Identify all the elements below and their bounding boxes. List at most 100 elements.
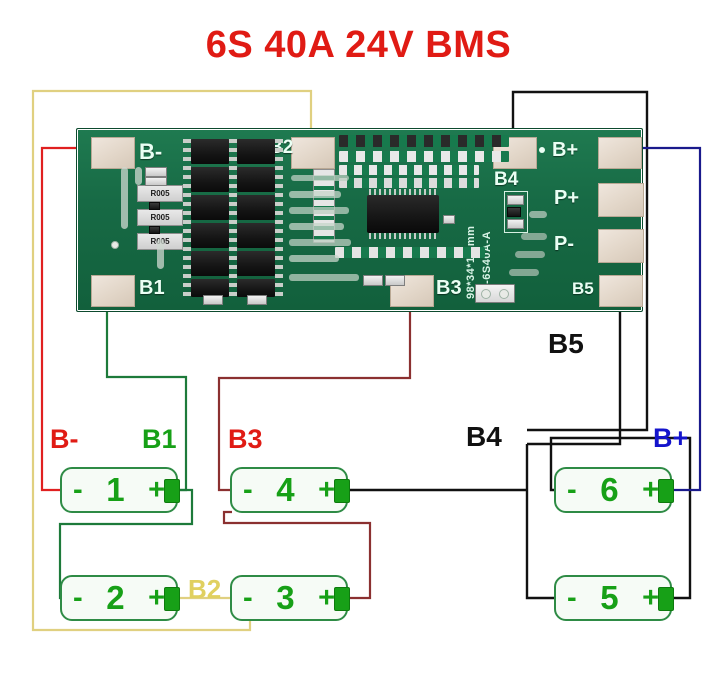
- silk-b1: B1: [139, 277, 165, 299]
- solder-blob-1: [529, 211, 547, 218]
- trace-blob-a: [291, 175, 349, 181]
- battery-cell-2[interactable]: - 2 +: [60, 575, 178, 621]
- cell-4-minus: -: [243, 473, 253, 506]
- mosfet-bank-col2-6: [237, 279, 275, 297]
- smd-right-1: [507, 195, 524, 205]
- wire-b3: [217, 300, 412, 492]
- cell-5-minus: -: [567, 581, 577, 614]
- ic-pins-top: [369, 189, 437, 195]
- label-b4: B4: [466, 421, 502, 452]
- silk-p-minus: P-: [554, 233, 574, 255]
- battery-cell-6[interactable]: - 6 +: [554, 467, 672, 513]
- label-b3: B3: [228, 424, 263, 454]
- cell-3-number: 3: [276, 579, 295, 616]
- smd-bottom-mark-4: [247, 295, 267, 305]
- wire-b4-bus: [525, 444, 556, 600]
- cell-3-terminal-nub: [334, 587, 350, 611]
- connector-hole-2: [499, 289, 509, 299]
- cell-4-number: 4: [276, 471, 295, 508]
- cell-6-terminal-nub: [658, 479, 674, 503]
- mosfet-bank-col1-1: [191, 139, 229, 164]
- battery-cell-5[interactable]: - 5 +: [554, 575, 672, 621]
- silk-p-plus: P+: [554, 187, 580, 209]
- cell-2-plus: +: [148, 581, 165, 614]
- silk-box-1: [504, 191, 528, 233]
- bms-controller-ic: [367, 195, 439, 233]
- via-left: [111, 241, 119, 249]
- cell-6-minus: -: [567, 473, 577, 506]
- mosfet-bank-col2-5: [237, 251, 275, 276]
- trace-blob-c: [289, 207, 349, 214]
- bms-pcb-board: B- B1 B2 B3 B4 B5 B+ P+ P- 98*34*1.2mm B…: [76, 128, 644, 312]
- smd-row-top-2: [339, 151, 509, 162]
- silk-b5: B5: [572, 279, 594, 298]
- smd-row-top-1: [339, 135, 509, 147]
- trace-blob-e: [289, 239, 351, 246]
- silk-b4: B4: [494, 169, 519, 190]
- trace-blob-b: [289, 191, 341, 198]
- mosfet-bank-col1-4: [191, 223, 229, 248]
- mosfet-bank-col2-1: [237, 139, 275, 164]
- cell-4-plus: +: [318, 473, 335, 506]
- pad-p-plus[interactable]: [598, 183, 644, 217]
- mosfet-legs-left: [183, 139, 191, 297]
- cell-2-minus: -: [73, 581, 83, 614]
- mosfet-bank-col1-2: [191, 167, 229, 192]
- battery-cell-4[interactable]: - 4 +: [230, 467, 348, 513]
- cell-1-minus: -: [73, 473, 83, 506]
- cell-2-terminal-nub: [164, 587, 180, 611]
- shunt-resistor-2: R005: [137, 209, 183, 226]
- pad-b-minus[interactable]: [91, 137, 135, 169]
- silk-b-minus: B-: [139, 139, 163, 164]
- cell-3-plus: +: [318, 581, 335, 614]
- wire-b-plus: [622, 146, 702, 492]
- mosfet-legs-mid: [229, 139, 237, 297]
- wire-cell5-plus-to-cell6-minus: [549, 436, 692, 600]
- silk-b-plus: B+: [552, 139, 579, 161]
- cell-2-number: 2: [106, 579, 125, 616]
- label-b5: B5: [548, 328, 584, 359]
- label-b-plus: B+: [653, 423, 689, 453]
- mosfet-bank-col1-6: [191, 279, 229, 297]
- smd-bottom-mark-1: [363, 275, 383, 286]
- battery-cell-3[interactable]: - 3 +: [230, 575, 348, 621]
- trace-blob-f: [289, 255, 339, 262]
- pad-b5[interactable]: [599, 275, 643, 307]
- cell-3-minus: -: [243, 581, 253, 614]
- label-b-minus: B-: [50, 424, 79, 454]
- mosfet-bank-col2-4: [237, 223, 275, 248]
- pad-b2[interactable]: [291, 137, 335, 169]
- cell-5-number: 5: [600, 579, 619, 616]
- wire-cell3-plus-to-cell4-minus: [222, 510, 372, 600]
- shunt-resistor-1: R005: [137, 185, 183, 202]
- smd-row-bottom: [335, 247, 485, 258]
- trace-blob-g: [289, 274, 359, 281]
- smd-cap-b: [145, 177, 167, 186]
- smd-row-top-4: [339, 178, 479, 188]
- wire-b1: [105, 300, 188, 492]
- smd-bottom-mark-3: [203, 295, 223, 305]
- cell-5-terminal-nub: [658, 587, 674, 611]
- battery-cell-1[interactable]: - 1 +: [60, 467, 178, 513]
- smd-diode-b: [149, 226, 160, 234]
- smd-ic-side: [443, 215, 455, 224]
- ic-pins-bottom: [369, 233, 437, 239]
- solder-blob-2: [521, 233, 547, 240]
- pad-b1[interactable]: [91, 275, 135, 307]
- cell-1-terminal-nub: [164, 479, 180, 503]
- solder-blob-3: [515, 251, 545, 258]
- solder-blob-4: [509, 269, 539, 276]
- cell-4-terminal-nub: [334, 479, 350, 503]
- wire-b4: [511, 90, 649, 182]
- plated-slot-b: [135, 167, 142, 185]
- trace-blob-d: [289, 223, 344, 230]
- label-b2: B2: [188, 574, 222, 604]
- pad-p-minus[interactable]: [598, 229, 644, 263]
- page-title: 6S 40A 24V BMS: [205, 24, 512, 66]
- mosfet-bank-col2-3: [237, 195, 275, 220]
- pad-b-plus[interactable]: [598, 137, 642, 169]
- plated-slot-c: [157, 239, 164, 269]
- wire-b5: [527, 300, 622, 446]
